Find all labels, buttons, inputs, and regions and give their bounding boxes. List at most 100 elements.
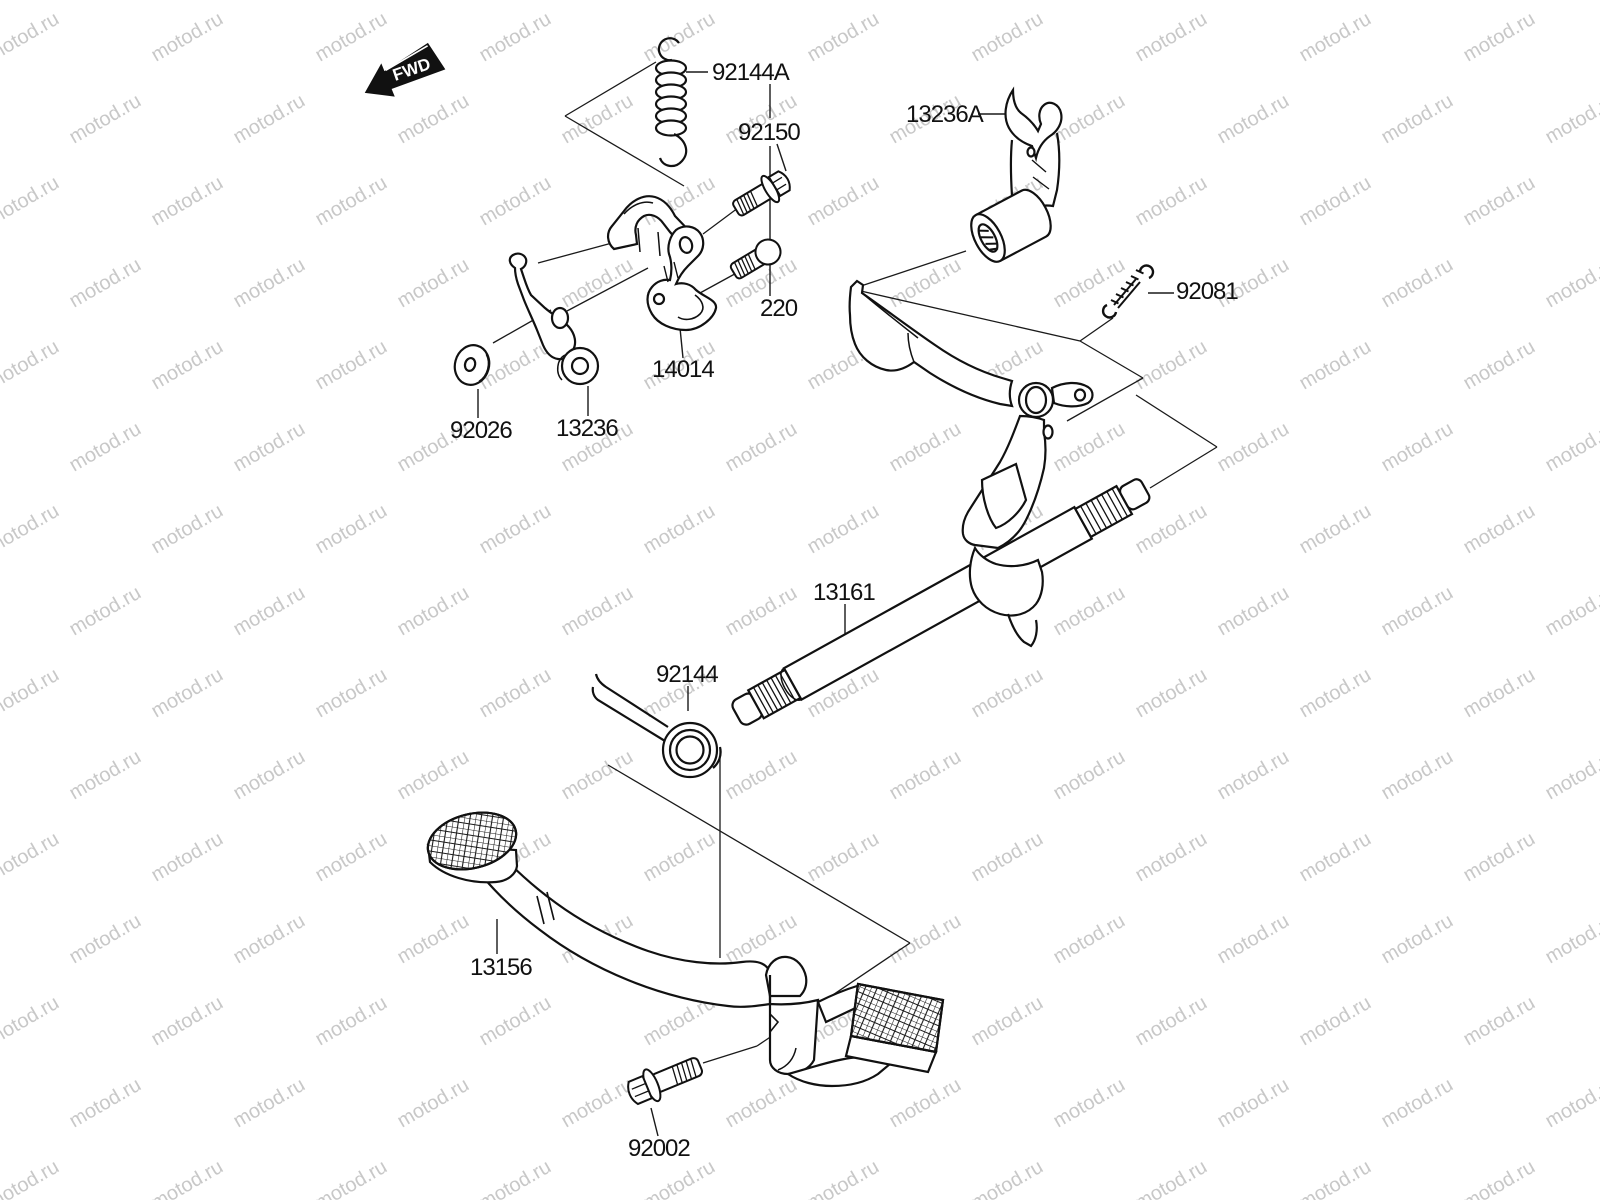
watermark-text: motod.ru bbox=[1050, 418, 1129, 477]
watermark-text: motod.ru bbox=[804, 500, 883, 559]
watermark-text: motod.ru bbox=[476, 664, 555, 723]
bolt-92150 bbox=[732, 170, 791, 217]
watermark-text: motod.ru bbox=[0, 8, 63, 67]
watermark-text: motod.ru bbox=[1050, 1074, 1129, 1133]
watermark-text: motod.ru bbox=[148, 828, 227, 887]
watermark-text: motod.ru bbox=[1132, 172, 1211, 231]
part-label-14014: 14014 bbox=[652, 356, 714, 383]
watermark-text: motod.ru bbox=[722, 418, 801, 477]
watermark-text: motod.ru bbox=[1296, 1156, 1375, 1200]
watermark-text: motod.ru bbox=[66, 1074, 145, 1133]
watermark-text: motod.ru bbox=[1378, 582, 1457, 641]
watermark-text: motod.ru bbox=[1132, 664, 1211, 723]
watermark-text: motod.ru bbox=[1296, 828, 1375, 887]
watermark-text: motod.ru bbox=[312, 992, 391, 1051]
construction-lines bbox=[492, 61, 1218, 1064]
watermark-text: motod.ru bbox=[1132, 1156, 1211, 1200]
watermark-text: motod.ru bbox=[886, 254, 965, 313]
watermark-text: motod.ru bbox=[148, 336, 227, 395]
watermark-text: motod.ru bbox=[148, 172, 227, 231]
left-pad bbox=[426, 811, 518, 871]
pedal-hump bbox=[764, 955, 808, 998]
watermark-text: motod.ru bbox=[1542, 746, 1600, 805]
watermark-text: motod.ru bbox=[1460, 828, 1539, 887]
lever-foot bbox=[1006, 613, 1038, 648]
watermark-text: motod.ru bbox=[968, 8, 1047, 67]
watermark-text: motod.ru bbox=[312, 336, 391, 395]
pedal-arm bbox=[460, 846, 772, 1008]
watermark-text: motod.ru bbox=[558, 254, 637, 313]
watermark-text: motod.ru bbox=[1542, 910, 1600, 969]
lever-13236 bbox=[508, 252, 600, 386]
watermark-text: motod.ru bbox=[312, 664, 391, 723]
watermark-text: motod.ru bbox=[1378, 418, 1457, 477]
watermark-text: motod.ru bbox=[1378, 910, 1457, 969]
watermark-text: motod.ru bbox=[148, 1156, 227, 1200]
watermark-text: motod.ru bbox=[1132, 828, 1211, 887]
watermark-text: motod.ru bbox=[1214, 1074, 1293, 1133]
watermark-text: motod.ru bbox=[558, 1074, 637, 1133]
shift-fork-13236a bbox=[970, 86, 1063, 263]
watermark-text: motod.ru bbox=[148, 500, 227, 559]
part-label-92144A: 92144A bbox=[712, 59, 790, 86]
watermark-text: motod.ru bbox=[230, 1074, 309, 1133]
watermark-text: motod.ru bbox=[1460, 500, 1539, 559]
watermark-text: motod.ru bbox=[722, 582, 801, 641]
watermark-text: motod.ru bbox=[1214, 90, 1293, 149]
watermark-text: motod.ru bbox=[148, 8, 227, 67]
watermark-text: motod.ru bbox=[1378, 1074, 1457, 1133]
watermark-text: motod.ru bbox=[640, 8, 719, 67]
watermark-text: motod.ru bbox=[968, 992, 1047, 1051]
watermark-text: motod.ru bbox=[1460, 1156, 1539, 1200]
watermark-text: motod.ru bbox=[1542, 90, 1600, 149]
watermark-text: motod.ru bbox=[1132, 500, 1211, 559]
watermark-text: motod.ru bbox=[66, 90, 145, 149]
watermark-text: motod.ru bbox=[1378, 90, 1457, 149]
watermark-text: motod.ru bbox=[886, 418, 965, 477]
watermark-text: motod.ru bbox=[148, 664, 227, 723]
lever-window bbox=[980, 462, 1028, 530]
watermark-text: motod.ru bbox=[0, 1156, 63, 1200]
watermark-text: motod.ru bbox=[1460, 172, 1539, 231]
part-label-13236: 13236 bbox=[556, 415, 618, 442]
watermark-text: motod.ru bbox=[230, 254, 309, 313]
watermark-text: motod.ru bbox=[1050, 582, 1129, 641]
watermark-text: motod.ru bbox=[476, 1156, 555, 1200]
part-label-92081: 92081 bbox=[1176, 278, 1238, 305]
watermark-text: motod.ru bbox=[66, 746, 145, 805]
watermark-text: motod.ru bbox=[968, 828, 1047, 887]
lever-cuff bbox=[968, 545, 1044, 617]
watermark-text: motod.ru bbox=[476, 172, 555, 231]
watermark-text: motod.ru bbox=[1214, 418, 1293, 477]
watermark-text: motod.ru bbox=[886, 746, 965, 805]
bolt-92002 bbox=[627, 1057, 703, 1106]
part-label-92002: 92002 bbox=[628, 1135, 690, 1162]
watermark-text: motod.ru bbox=[476, 500, 555, 559]
watermark-text: motod.ru bbox=[66, 910, 145, 969]
washer-92026 bbox=[453, 344, 491, 386]
arm-flag-plate bbox=[848, 279, 1014, 408]
watermark-text: motod.ru bbox=[1214, 582, 1293, 641]
watermark-text: motod.ru bbox=[1132, 336, 1211, 395]
spring-92081 bbox=[1101, 264, 1155, 319]
watermark-text: motod.ru bbox=[394, 254, 473, 313]
watermark-text: motod.ru bbox=[640, 828, 719, 887]
watermark-text: motod.ru bbox=[312, 1156, 391, 1200]
watermark-text: motod.ru bbox=[476, 8, 555, 67]
fwd-arrow-shape bbox=[364, 42, 446, 97]
watermark-text: motod.ru bbox=[1050, 746, 1129, 805]
shift-pawl-14014 bbox=[646, 225, 718, 332]
watermark-text: motod.ru bbox=[1214, 746, 1293, 805]
shift-shaft-13161 bbox=[731, 478, 1151, 726]
watermark-text: motod.ru bbox=[804, 1156, 883, 1200]
watermark-text: motod.ru bbox=[394, 582, 473, 641]
pedal-13156 bbox=[426, 811, 945, 1088]
watermark-text: motod.ru bbox=[1296, 992, 1375, 1051]
watermark-text: motod.ru bbox=[66, 254, 145, 313]
watermark-text: motod.ru bbox=[1296, 500, 1375, 559]
watermark-text: motod.ru bbox=[230, 418, 309, 477]
watermark-text: motod.ru bbox=[0, 992, 63, 1051]
spring-92144a bbox=[654, 37, 688, 168]
